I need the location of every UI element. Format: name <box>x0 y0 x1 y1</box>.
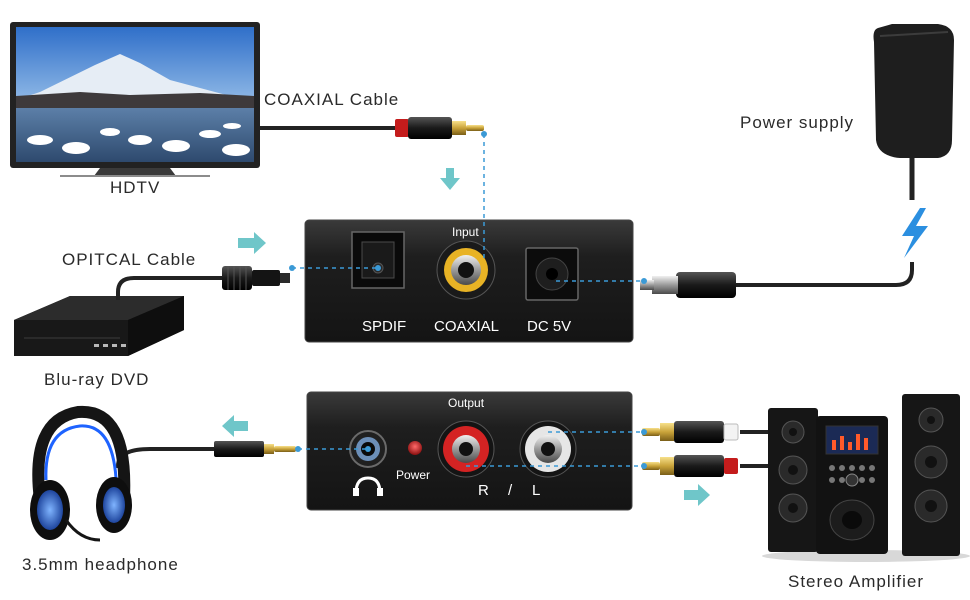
rca-white-plug <box>642 421 739 443</box>
arrow-right-icon-output <box>684 484 710 506</box>
right-speaker <box>902 394 960 556</box>
headphone-cable-wire <box>116 447 218 468</box>
optical-toslink-plug <box>222 266 290 290</box>
output-panel <box>306 391 633 511</box>
bluray-device <box>14 296 184 356</box>
tv-mountain <box>16 54 230 100</box>
headphone-icon <box>353 476 383 496</box>
rca-left-port <box>519 420 577 478</box>
output-title: Output <box>448 396 485 410</box>
guide-endpoints <box>289 131 647 469</box>
dc-5v-label: DC 5V <box>527 318 572 335</box>
tv-swans <box>27 123 250 156</box>
arrow-down-icon <box>440 168 460 190</box>
subwoofer-unit <box>816 416 888 554</box>
power-led <box>408 441 422 455</box>
stereo-amplifier-device <box>762 394 970 562</box>
lightning-bolt-icon <box>902 208 928 258</box>
coaxial-port-label: COAXIAL <box>434 318 500 335</box>
right-channel-label: R <box>478 482 489 499</box>
channel-separator: / <box>508 482 513 499</box>
power-adapter <box>873 24 954 200</box>
spdif-port <box>351 231 405 289</box>
optical-cable-label: OPITCAL Cable <box>62 250 197 269</box>
dc-power-plug <box>640 272 736 298</box>
adapter-highlight <box>879 31 949 37</box>
dc-5v-port <box>525 247 579 301</box>
tv-stand <box>94 168 176 176</box>
bluray-side <box>128 296 184 356</box>
headphone-3-5mm-plug <box>214 441 296 457</box>
adapter-body <box>873 24 954 158</box>
rca-red-plug <box>642 455 738 477</box>
direction-arrows <box>222 168 710 506</box>
power-supply-label: Power supply <box>740 113 855 132</box>
coaxial-input-port <box>436 240 496 300</box>
bluray-label: Blu-ray DVD <box>44 370 150 389</box>
power-label: Power <box>396 468 431 482</box>
optical-cable-wire <box>116 276 224 300</box>
hdtv-device <box>10 22 260 177</box>
arrow-right-icon <box>238 232 266 254</box>
left-channel-label: L <box>532 482 541 499</box>
coaxial-rca-plug <box>395 117 484 139</box>
power-cable-wire <box>730 262 914 287</box>
headphone-label: 3.5mm headphone <box>22 555 179 574</box>
input-panel <box>304 219 634 343</box>
hdtv-label: HDTV <box>110 178 161 197</box>
bluray-top <box>14 296 184 320</box>
tv-treeline <box>16 92 254 110</box>
arrow-left-icon <box>222 415 248 437</box>
left-speaker <box>768 408 818 552</box>
connection-guides <box>292 134 644 467</box>
input-title: Input <box>452 225 479 239</box>
rca-right-port <box>437 420 495 478</box>
headphone-device <box>30 405 132 542</box>
bluray-buttons <box>94 344 126 347</box>
spdif-label: SPDIF <box>362 318 407 335</box>
stereo-amplifier-label: Stereo Amplifier <box>788 572 924 591</box>
coaxial-cable-label: COAXIAL Cable <box>264 90 400 109</box>
